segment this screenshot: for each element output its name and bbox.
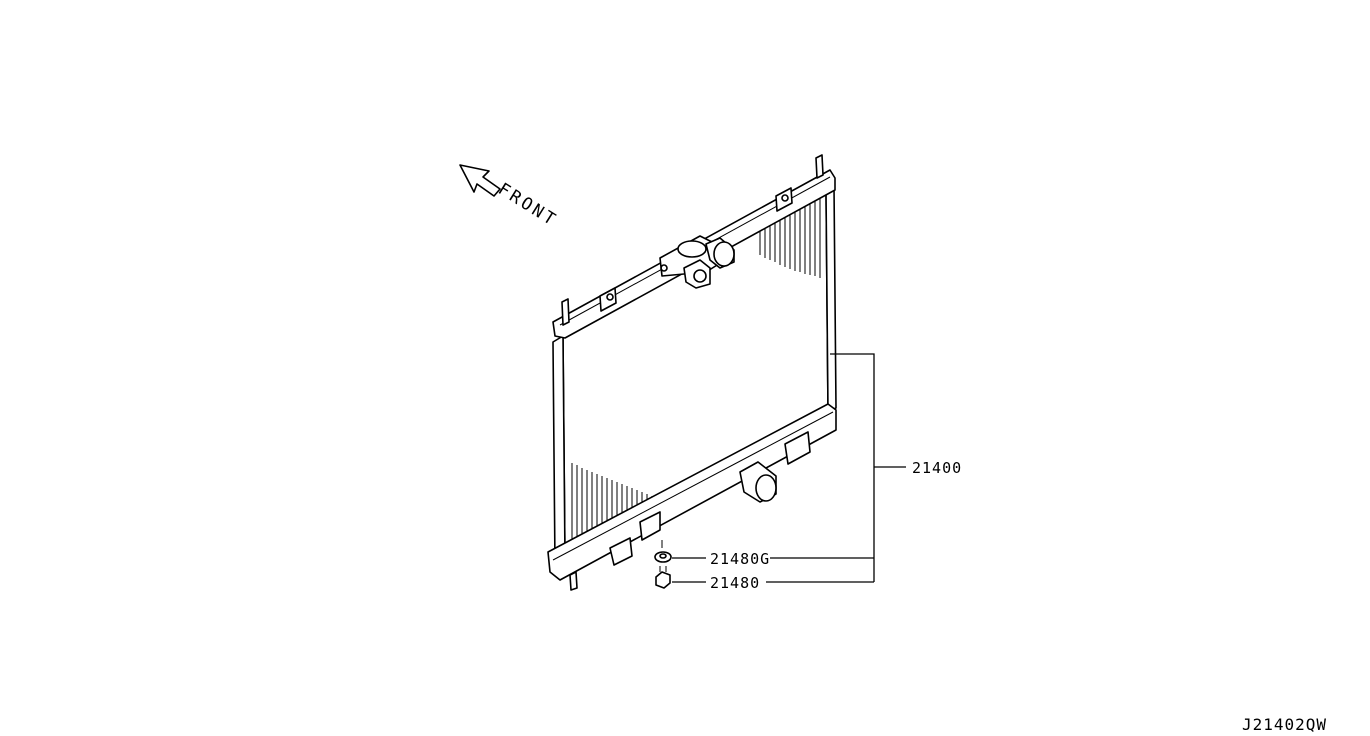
bolt-drawing (655, 566, 671, 589)
callout-radiator: 21400 (912, 459, 962, 477)
radiator-drawing (547, 154, 837, 591)
fin-hatching-top (759, 196, 821, 278)
front-arrow-icon (459, 164, 501, 197)
washer-drawing (654, 540, 672, 563)
front-label: FRONT (494, 179, 561, 231)
drawing-code: J21402QW (1242, 715, 1327, 734)
leader-lines (672, 353, 906, 583)
callout-bolt: 21480 (710, 574, 760, 592)
callout-washer: 21480G (710, 550, 770, 568)
